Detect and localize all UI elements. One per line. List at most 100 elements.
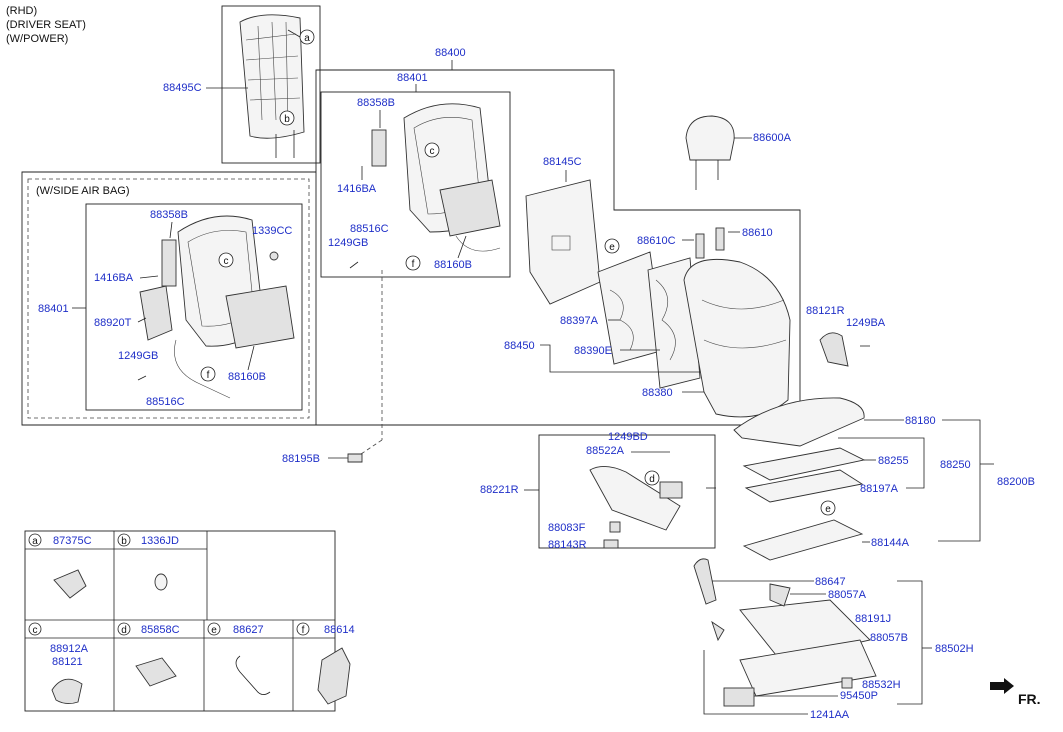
label-1416BA-sab: 1416BA — [94, 272, 134, 284]
label-88502H: 88502H — [935, 643, 974, 655]
header-line-1: (RHD) — [6, 5, 37, 17]
back-cover-box — [221, 5, 321, 164]
label-88160B-top: 88160B — [434, 259, 472, 271]
bolt-1249GB-top — [349, 261, 359, 269]
back-pad-88145C — [525, 179, 601, 305]
label-95450P: 95450P — [840, 690, 878, 702]
label-88532H: 88532H — [862, 679, 901, 691]
legend-table: a 87375C b 1336JD c 88912A 88121 d 85858… — [24, 530, 355, 712]
back-cover-group: 88495C a b — [163, 5, 321, 164]
label-1249BA: 1249BA — [846, 317, 886, 329]
assembly-88400: 88400 — [21, 47, 801, 426]
legend-d-letter: d — [121, 625, 127, 636]
label-88195B: 88195B — [282, 453, 320, 465]
side-shield-box — [538, 434, 716, 549]
callout-c-sab — [218, 252, 234, 268]
back-cover-panel — [239, 14, 305, 139]
dashed-link-88195B-2 — [357, 439, 383, 457]
legend-e-letter: e — [211, 625, 217, 636]
callout-f-sab — [200, 366, 216, 382]
knob-88083F — [609, 521, 621, 533]
label-88358B-top: 88358B — [357, 97, 395, 109]
label-1249GB-top: 1249GB — [328, 237, 368, 249]
legend-b-letter: b — [121, 536, 127, 547]
label-88221R: 88221R — [480, 484, 519, 496]
label-88522A: 88522A — [586, 445, 625, 457]
track-rail — [739, 639, 877, 697]
side-shield-group: 1249BD 88522A 88221R d 88083F 88143R — [480, 431, 716, 551]
label-88390E: 88390E — [574, 345, 612, 357]
label-1416BA-top: 1416BA — [337, 183, 377, 195]
label-88250: 88250 — [940, 459, 971, 471]
label-88516C-top: 88516C — [350, 223, 389, 235]
assembly-88400-outline — [21, 69, 801, 426]
frame-top-group: 88401 88358B 1416BA 88516C 1249GB 88160B… — [320, 72, 511, 278]
leader-88502H — [897, 580, 923, 705]
callout-f-top-text: f — [412, 259, 415, 270]
callout-e-back-text: e — [609, 242, 615, 253]
label-88450: 88450 — [504, 340, 535, 352]
airbag-wire — [174, 339, 231, 399]
label-88121R: 88121R — [806, 305, 845, 317]
leader-1416BA-sab — [139, 275, 159, 279]
label-88057A: 88057A — [828, 589, 867, 601]
frame-top-box — [320, 91, 511, 278]
guide-88610C — [695, 233, 705, 259]
airbag-module — [139, 285, 173, 341]
frame-top-lumbar — [439, 179, 501, 237]
leader-88160B-sab — [247, 345, 255, 371]
nut-1339CC — [269, 251, 279, 261]
label-88495C: 88495C — [163, 82, 202, 94]
side-trim-88121R — [819, 332, 849, 367]
label-88180: 88180 — [905, 415, 936, 427]
leader-88250 — [838, 437, 925, 489]
frame-sab-box — [85, 203, 303, 411]
callout-f-sab-text: f — [207, 370, 210, 381]
legend-a-letter: a — [32, 536, 38, 547]
header: (RHD) (DRIVER SEAT) (W/POWER) — [6, 5, 86, 45]
label-88920T: 88920T — [94, 317, 132, 329]
leader-88450 — [540, 344, 700, 373]
header-line-3: (W/POWER) — [6, 33, 68, 45]
bolt-1249GB-sab — [137, 375, 147, 381]
legend-b-grommet — [154, 573, 168, 591]
legend-f-motor — [317, 647, 351, 705]
label-88401-top: 88401 — [397, 72, 428, 84]
callout-d-text: d — [649, 474, 655, 485]
callout-c-top-text: c — [430, 146, 435, 157]
front-arrow-icon — [990, 678, 1014, 694]
label-88380: 88380 — [642, 387, 673, 399]
callout-e-cushion — [820, 500, 836, 516]
part-88532H — [841, 677, 853, 689]
label-88145C: 88145C — [543, 156, 582, 168]
legend-a-part: 87375C — [53, 535, 92, 547]
cushion-pad-88144A — [742, 519, 864, 561]
cushion-cover-88180 — [733, 397, 865, 447]
callout-c-sab-text: c — [224, 256, 229, 267]
label-88600A: 88600A — [753, 132, 792, 144]
back-cover-88380 — [683, 258, 791, 418]
callout-f-top — [405, 255, 421, 271]
frame-top-bracket — [371, 129, 387, 167]
leader-1241AA — [703, 650, 808, 715]
leader-88160B-top — [457, 235, 467, 259]
label-88143R: 88143R — [548, 539, 587, 551]
legend-a-clip — [53, 569, 87, 599]
legend-border — [24, 530, 336, 712]
module-95450P — [723, 687, 755, 707]
bolt-88195B-group: 88195B — [282, 270, 383, 465]
label-1241AA: 1241AA — [810, 709, 850, 721]
legend-c-circle — [28, 622, 42, 636]
harness-88647 — [693, 558, 717, 605]
side-airbag-dashed-box — [27, 178, 310, 419]
headrest-group: 88600A 88610C 88610 — [637, 115, 792, 259]
callout-e-cushion-text: e — [825, 504, 831, 515]
legend-a-circle — [28, 533, 42, 547]
legend-f-circle — [296, 622, 310, 636]
side-trim-group: 88121R 1249BA — [806, 305, 886, 367]
variant-label: (W/SIDE AIR BAG) — [36, 185, 130, 197]
label-88083F: 88083F — [548, 522, 586, 534]
callout-a-top-text: a — [304, 33, 310, 44]
